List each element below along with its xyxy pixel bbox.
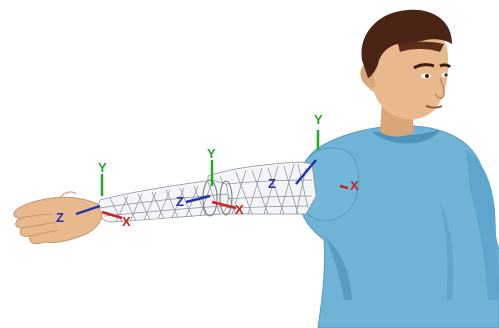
character-head <box>360 10 452 120</box>
x-axis-label: X <box>350 178 359 193</box>
y-axis-label: Y <box>207 146 216 161</box>
y-axis-label: Y <box>98 160 107 175</box>
z-axis-label: Z <box>56 210 64 225</box>
x-axis-label: X <box>122 214 131 229</box>
y-axis-label: Y <box>314 112 323 127</box>
x-axis-label: X <box>235 202 244 217</box>
z-axis-label: Z <box>176 194 184 209</box>
z-axis-label: Z <box>268 176 276 191</box>
